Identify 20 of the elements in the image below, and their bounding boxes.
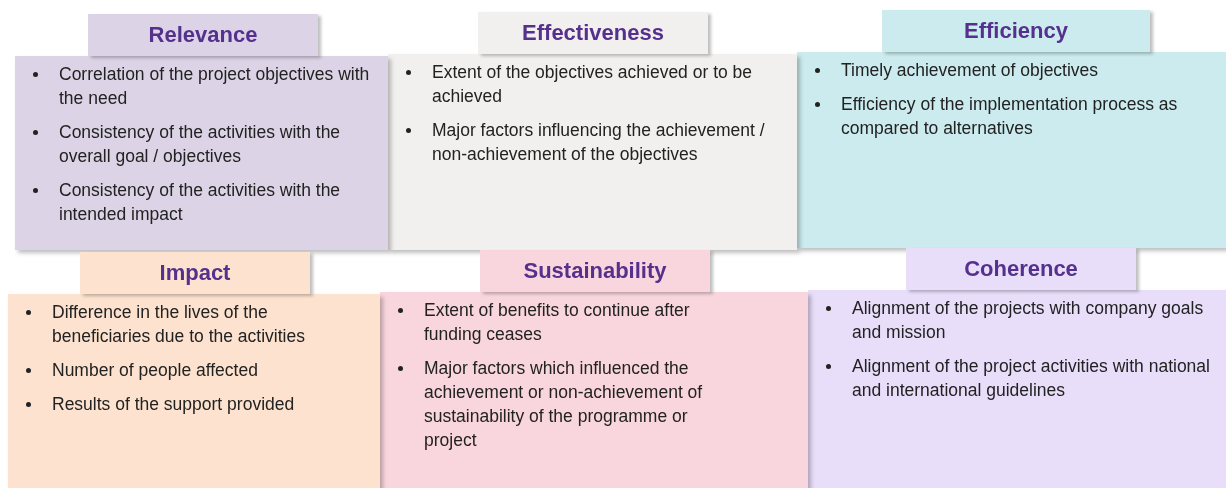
bullet-text: Number of people affected [52,359,259,382]
heading-tab: Efficiency [882,10,1150,52]
heading-tab: Relevance [88,14,318,56]
bullet-text: Consistency of the activities with the intended impact [59,179,342,226]
bullet-text: Difference in the lives of the beneficiaries due to the activities [52,301,306,348]
bullet-text: Consistency of the activities with the overall goal / objectives [59,121,342,168]
bullet-text: Major factors which influenced the achievement or non-achievement of sustainability of the programme or project [424,357,704,452]
heading-tab: Coherence [906,248,1136,290]
bullet-text: Alignment of the project activities with national and international guidelines [852,355,1211,402]
heading-tab: Sustainability [480,250,710,292]
bullet-text: Results of the support provided [52,393,296,416]
bullet-text: Major factors influencing the achievement / non-achievement of the objectives [432,119,766,166]
bullet-text: Alignment of the projects with company goals and mission [852,297,1205,344]
bullet-text: Extent of benefits to continue after funding ceases [424,299,691,346]
heading-tab: Effectiveness [478,12,708,54]
bullet-text: Efficiency of the implementation process as compared to alternatives [841,93,1179,140]
bullet-text: Correlation of the project objectives with the need [59,63,371,110]
bullet-text: Extent of the objectives achieved or to be achieved [432,61,754,108]
bullet-text: Timely achievement of objectives [841,59,1100,82]
heading-tab: Impact [80,252,310,294]
